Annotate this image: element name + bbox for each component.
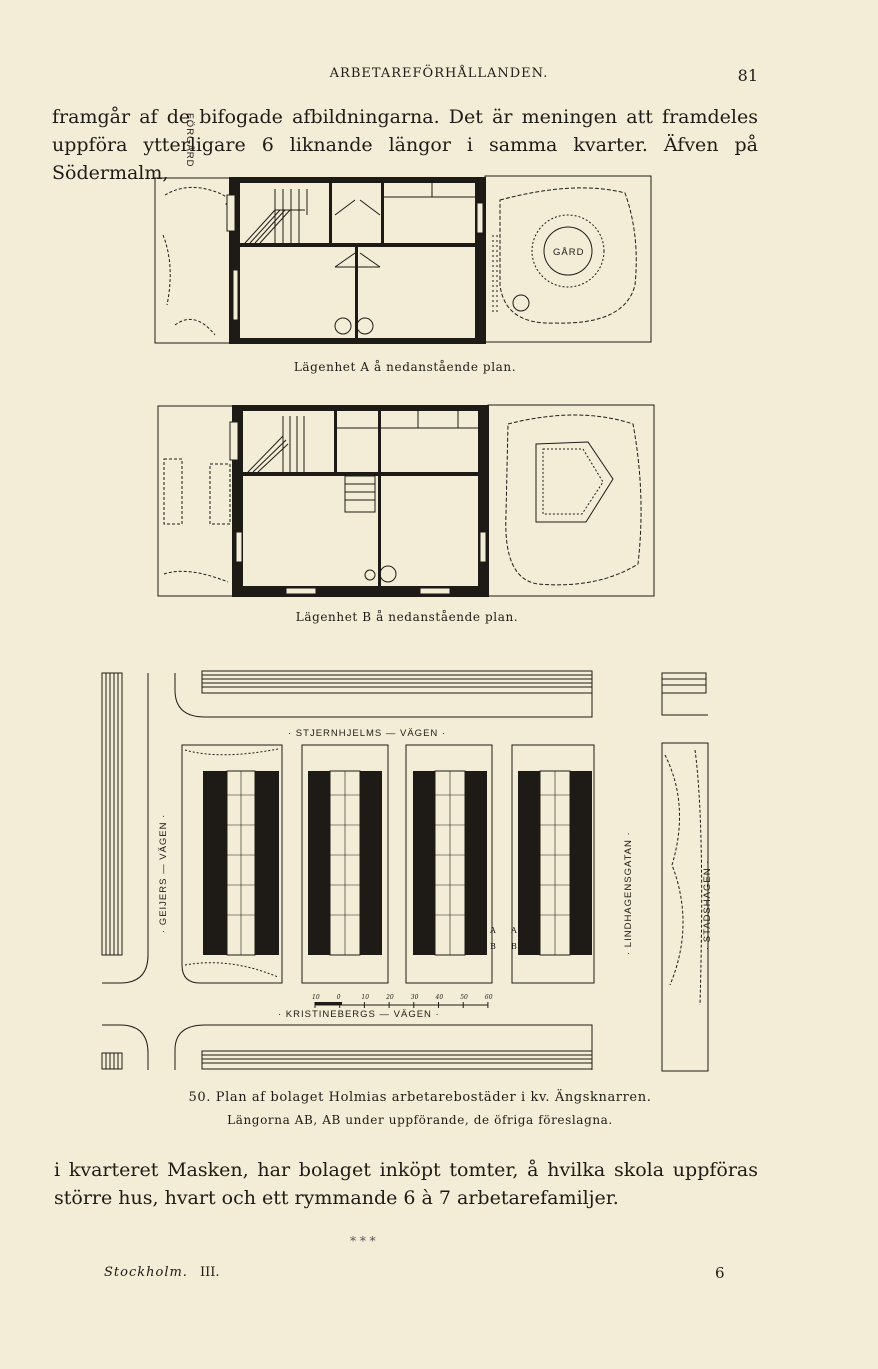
plan-a-caption: Lägenhet A å nedanstående plan. bbox=[293, 360, 517, 374]
footer-volume: III. bbox=[200, 1265, 220, 1280]
row-marker-b2: B bbox=[511, 942, 517, 951]
street-top-label: · STJERNHJELMS — VÄGEN · bbox=[288, 728, 446, 739]
floor-plan-b bbox=[157, 404, 655, 597]
forecourt-label: FÖRGÅRD bbox=[184, 113, 195, 168]
row-marker-a1: A bbox=[489, 926, 496, 935]
footer-place: Stockholm. bbox=[104, 1265, 188, 1280]
section-break: * * * bbox=[350, 1234, 376, 1248]
scale-number: 50 bbox=[460, 994, 468, 1001]
floor-plan-a: FÖRGÅRD GÅRD bbox=[154, 113, 652, 344]
site-plan: · STJERNHJELMS — VÄGEN · · KRISTINEBERGS… bbox=[101, 670, 713, 1072]
scale-number: 40 bbox=[435, 994, 444, 1001]
row-marker-b1: B bbox=[490, 942, 496, 951]
street-bottom-label: · KRISTINEBERGS — VÄGEN · bbox=[278, 1009, 440, 1020]
intro-line-1: framgår af de bifogade afbildningarna. D… bbox=[52, 106, 758, 128]
yard-label: GÅRD bbox=[553, 247, 584, 258]
scale-number: 30 bbox=[411, 994, 419, 1001]
figure-caption-line-1: 50. Plan af bolaget Holmias arbetarebost… bbox=[188, 1090, 652, 1105]
street-left-label: · GEIJERS — VÄGEN · bbox=[158, 814, 169, 933]
intro-line-2: uppföra ytterligare 6 liknande längor i … bbox=[52, 134, 758, 184]
scale-number: 20 bbox=[385, 994, 394, 1001]
footer-sheet-number: 6 bbox=[715, 1264, 725, 1282]
intro-paragraph: framgår af de bifogade afbildningarna. D… bbox=[52, 103, 758, 187]
plan-b-caption: Lägenhet B å nedanstående plan. bbox=[295, 610, 519, 624]
scale-number: 60 bbox=[485, 994, 493, 1001]
scale-number: 10 bbox=[312, 994, 320, 1001]
street-right-outer-label: · STADSHAGEN · bbox=[702, 860, 713, 950]
street-right-inner-label: · LINDHAGENSGATAN · bbox=[623, 831, 634, 955]
scale-bar: 10 0 10 20 30 40 50 60 bbox=[312, 994, 493, 1008]
row-marker-a2: A bbox=[510, 926, 517, 935]
scale-number: 0 bbox=[337, 994, 341, 1001]
figure-caption-line-2: Längorna AB, AB under uppförande, de öfr… bbox=[227, 1113, 613, 1127]
closing-line-1: i kvarteret Masken, har bolaget inköpt t… bbox=[54, 1159, 758, 1181]
closing-paragraph: i kvarteret Masken, har bolaget inköpt t… bbox=[54, 1156, 758, 1212]
running-head: ARBETAREFÖRHÅLLANDEN. bbox=[329, 66, 549, 81]
closing-line-2: större hus, hvart och ett rymmande 6 à 7… bbox=[54, 1187, 619, 1209]
page-number: 81 bbox=[737, 66, 758, 85]
scale-number: 10 bbox=[361, 994, 369, 1001]
